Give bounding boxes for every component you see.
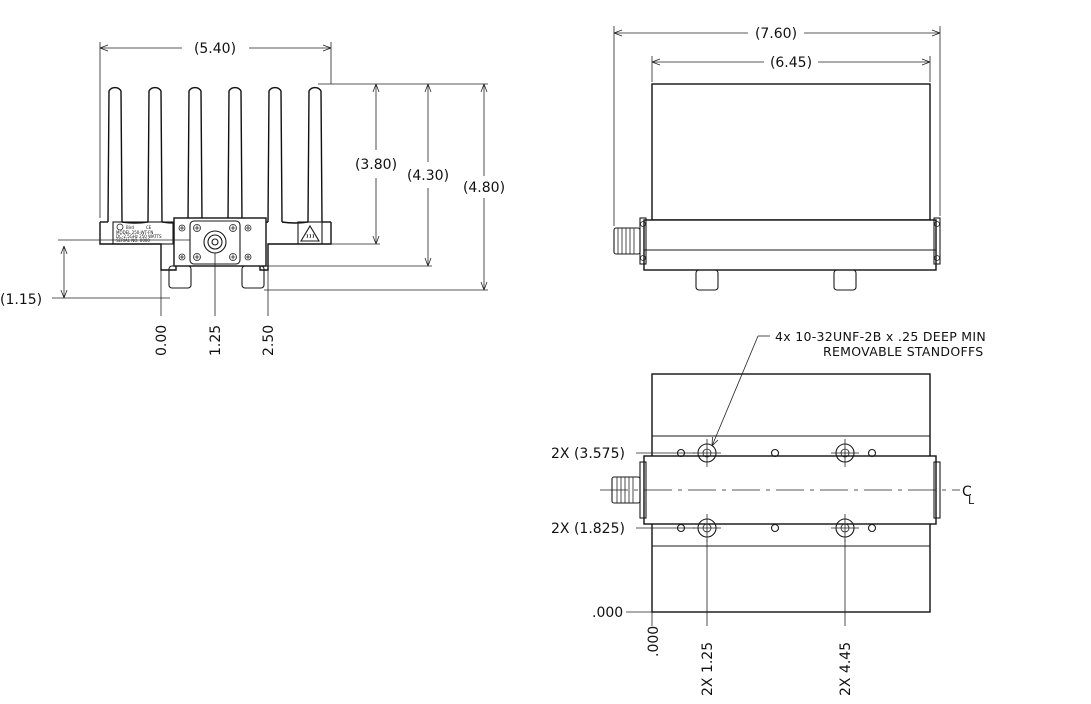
- bottom-x-dims: .000 2X 1.25 2X 4.45: [646, 540, 854, 696]
- bottom-view: C L: [551, 329, 986, 696]
- front-x-250: 2.50: [261, 325, 277, 356]
- heatsink-fin: [267, 86, 283, 223]
- flange-screws: [178, 224, 252, 261]
- side-foot-left: [695, 269, 719, 291]
- n-connector-icon: [178, 220, 252, 265]
- label-brand: Bird: [126, 225, 134, 230]
- dim-left-115: (1.15): [0, 239, 190, 308]
- dim-height-480: (4.80): [463, 83, 505, 291]
- dim-x-125: 2X 1.25: [700, 642, 716, 696]
- note-line-2: REMOVABLE STANDOFFS: [823, 344, 983, 359]
- standoff-right: [241, 265, 265, 289]
- label-line-1: MODEL 250-WT-FN: [116, 230, 153, 235]
- heatsink-fin: [107, 86, 123, 223]
- standoff-left: [168, 265, 192, 289]
- bottom-y-dims: 2X (3.575) 2X (1.825) .000: [551, 446, 695, 621]
- dim-height-430: (4.30): [407, 83, 449, 267]
- label-plate: Bird CE MODEL 250-WT-FN DC-2.5GHz 250 WA…: [112, 221, 174, 245]
- heatsink-fin: [307, 86, 323, 223]
- dim-y-3575: 2X (3.575): [551, 446, 625, 462]
- heatsink-fin: [227, 86, 243, 223]
- dim-430-label: (4.30): [407, 168, 449, 184]
- centerline-symbol: C: [962, 484, 972, 500]
- threaded-hole-icon: [693, 514, 721, 542]
- side-base: [643, 219, 937, 271]
- dim-width-label: (5.40): [194, 41, 236, 57]
- dim-480-label: (4.80): [463, 180, 505, 196]
- dim-x-445: 2X 4.45: [838, 642, 854, 696]
- front-x-000: 0.00: [154, 325, 170, 356]
- dim-115-label: (1.15): [0, 292, 42, 308]
- threaded-hole-icon: [693, 439, 721, 467]
- bird-logo-icon: [116, 223, 124, 231]
- label-ce-mark: CE: [146, 225, 152, 230]
- side-connector-icon: [613, 227, 641, 255]
- dim-760-label: (7.60): [755, 26, 797, 42]
- dim-length-760: (7.60): [613, 26, 941, 226]
- dim-width-540: (5.40): [99, 41, 332, 218]
- dim-645-label: (6.45): [770, 55, 812, 71]
- side-view: (7.60) (6.45): [613, 26, 941, 291]
- dim-y-1825: 2X (1.825): [551, 521, 625, 537]
- dim-y-000: .000: [592, 605, 623, 621]
- heat-warning-icon: [297, 221, 323, 245]
- side-foot-right: [833, 269, 857, 291]
- front-x-125: 1.25: [208, 325, 224, 356]
- dim-length-645: (6.45): [651, 55, 931, 82]
- heatsink-fin: [147, 86, 163, 223]
- centerline-sub: L: [968, 494, 975, 507]
- front-view: Bird CE MODEL 250-WT-FN DC-2.5GHz 250 WA…: [0, 41, 505, 356]
- label-line-3: SERIAL NO. 0000: [116, 238, 150, 243]
- dim-height-380: (3.80): [355, 83, 397, 245]
- threaded-hole-icon: [831, 439, 859, 467]
- centerline: C L: [600, 484, 975, 507]
- note-line-1: 4x 10-32UNF-2B x .25 DEEP MIN: [775, 329, 986, 344]
- connector-block: [173, 217, 267, 267]
- side-housing: [651, 83, 931, 221]
- standoff-note: 4x 10-32UNF-2B x .25 DEEP MIN REMOVABLE …: [711, 329, 986, 447]
- label-line-2: DC-2.5GHz 250 WATTS: [116, 234, 162, 239]
- heatsink-fins: [100, 86, 331, 224]
- side-flange-right: [933, 217, 941, 265]
- dim-380-label: (3.80): [355, 157, 397, 173]
- threaded-holes: [693, 439, 859, 542]
- front-x-ordinates: 0.00 1.25 2.50: [154, 253, 277, 356]
- threaded-hole-icon: [831, 514, 859, 542]
- label-plate-frame: [112, 221, 174, 245]
- heatsink-fin: [187, 86, 203, 223]
- dim-x-000: .000: [646, 626, 662, 657]
